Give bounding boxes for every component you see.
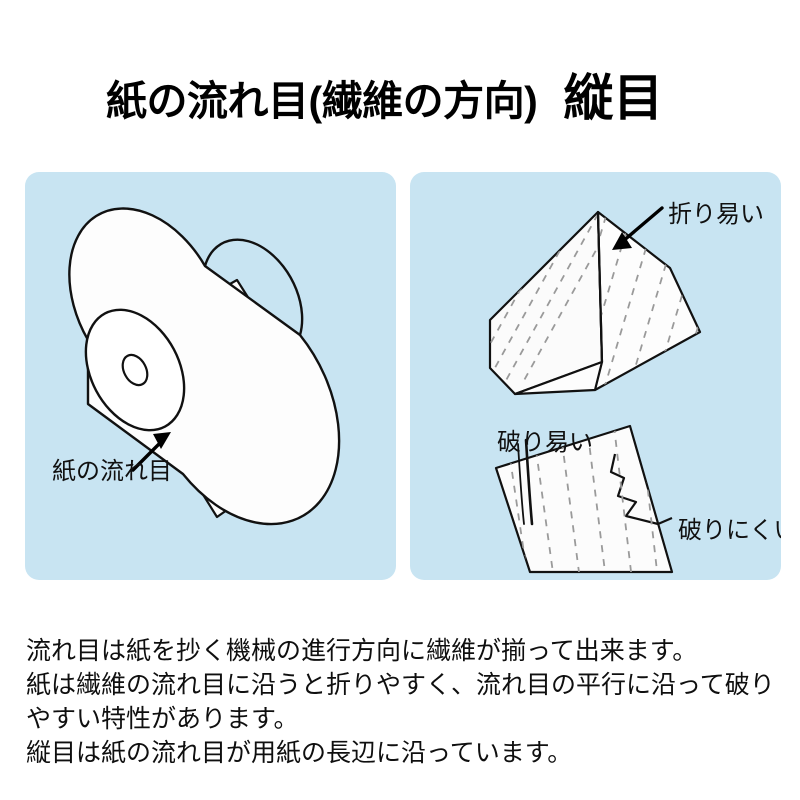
description-line-1: 流れ目は紙を抄く機械の進行方向に繊維が揃って出来ます。 xyxy=(26,637,698,665)
fold-crease-line xyxy=(593,211,604,391)
label-easy-to-tear: 破り易い xyxy=(497,429,593,456)
description-line-3: 縦目は紙の流れ目が用紙の長辺に沿っています。 xyxy=(26,739,573,767)
description-paragraph: 流れ目は紙を抄く機械の進行方向に繊維が揃って出来ます。 紙は繊維の流れ目に沿うと… xyxy=(26,634,776,770)
page-title-accent: 縦目 xyxy=(563,70,664,126)
description-line-2: 紙は繊維の流れ目に沿うと折りやすく、流れ目の平行に沿って破りやすい特性があります… xyxy=(26,671,775,733)
clean-tear-line-secondary xyxy=(517,443,525,525)
torn-sheet xyxy=(494,424,674,574)
clean-tear-line xyxy=(524,438,534,526)
page-title: 紙の流れ目(繊維の方向) 縦目 xyxy=(106,58,663,130)
folded-sheet-left-wing xyxy=(488,210,604,396)
panel-paper-roll: 紙の流れ目 xyxy=(25,172,396,580)
torn-sheet-body xyxy=(494,424,674,574)
label-paper-grain: 紙の流れ目 xyxy=(52,458,172,485)
panel-fold-and-tear: 折り易い 破り易い 破りにくい xyxy=(410,172,781,580)
page-title-main: 紙の流れ目(繊維の方向) xyxy=(106,78,538,124)
label-easy-to-fold: 折り易い xyxy=(668,201,764,228)
grain-pointer-arrow xyxy=(131,432,171,472)
roll-core-hole xyxy=(121,353,149,387)
fold-tear-illustration xyxy=(488,206,702,574)
label-hard-to-tear: 破りにくい xyxy=(678,517,781,544)
paper-roll-illustration xyxy=(68,207,341,526)
ragged-tear-edge xyxy=(609,453,673,526)
paper-roll-cylinder xyxy=(68,207,341,526)
fold-pointer-arrow xyxy=(612,206,664,250)
